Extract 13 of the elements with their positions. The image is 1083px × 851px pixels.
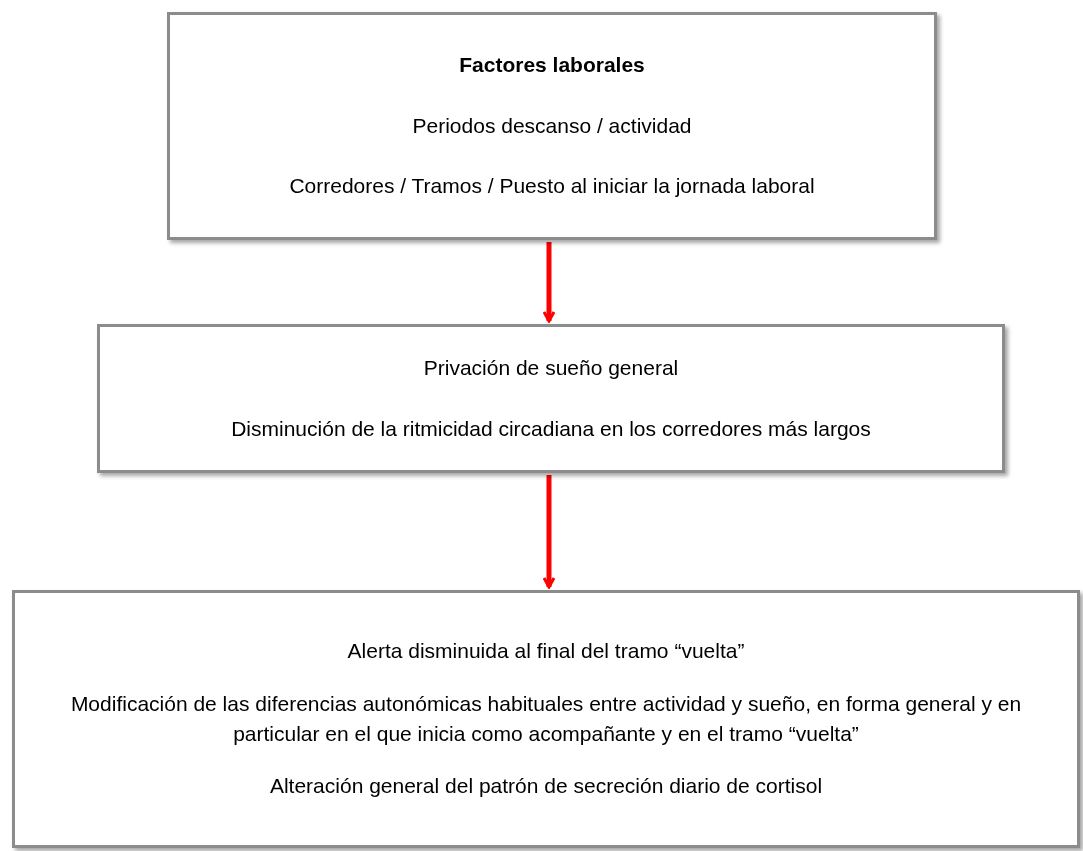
arrow — [542, 475, 556, 589]
box-text: Disminución de la ritmicidad circadiana en los corredores más largos — [231, 415, 871, 442]
box-text: Modificación de las diferencias autonómicas habituales entre actividad y sueño, en forma general y en particular en el que inicia como acompañante y en el tramo “vuelta” — [69, 690, 1023, 747]
box-text: Privación de sueño general — [423, 355, 679, 382]
text-box — [167, 12, 937, 240]
text-box — [97, 324, 1005, 473]
box-heading: Factores laborales — [459, 52, 645, 79]
box-text: Corredores / Tramos / Puesto al iniciar la jornada laboral — [289, 173, 815, 200]
box-text: Alerta disminuida al final del tramo “vuelta” — [347, 638, 745, 665]
arrow — [542, 242, 556, 323]
box-text: Alteración general del patrón de secreción diario de cortisol — [269, 773, 823, 800]
text-box — [12, 590, 1080, 848]
box-text: Periodos descanso / actividad — [412, 112, 692, 139]
